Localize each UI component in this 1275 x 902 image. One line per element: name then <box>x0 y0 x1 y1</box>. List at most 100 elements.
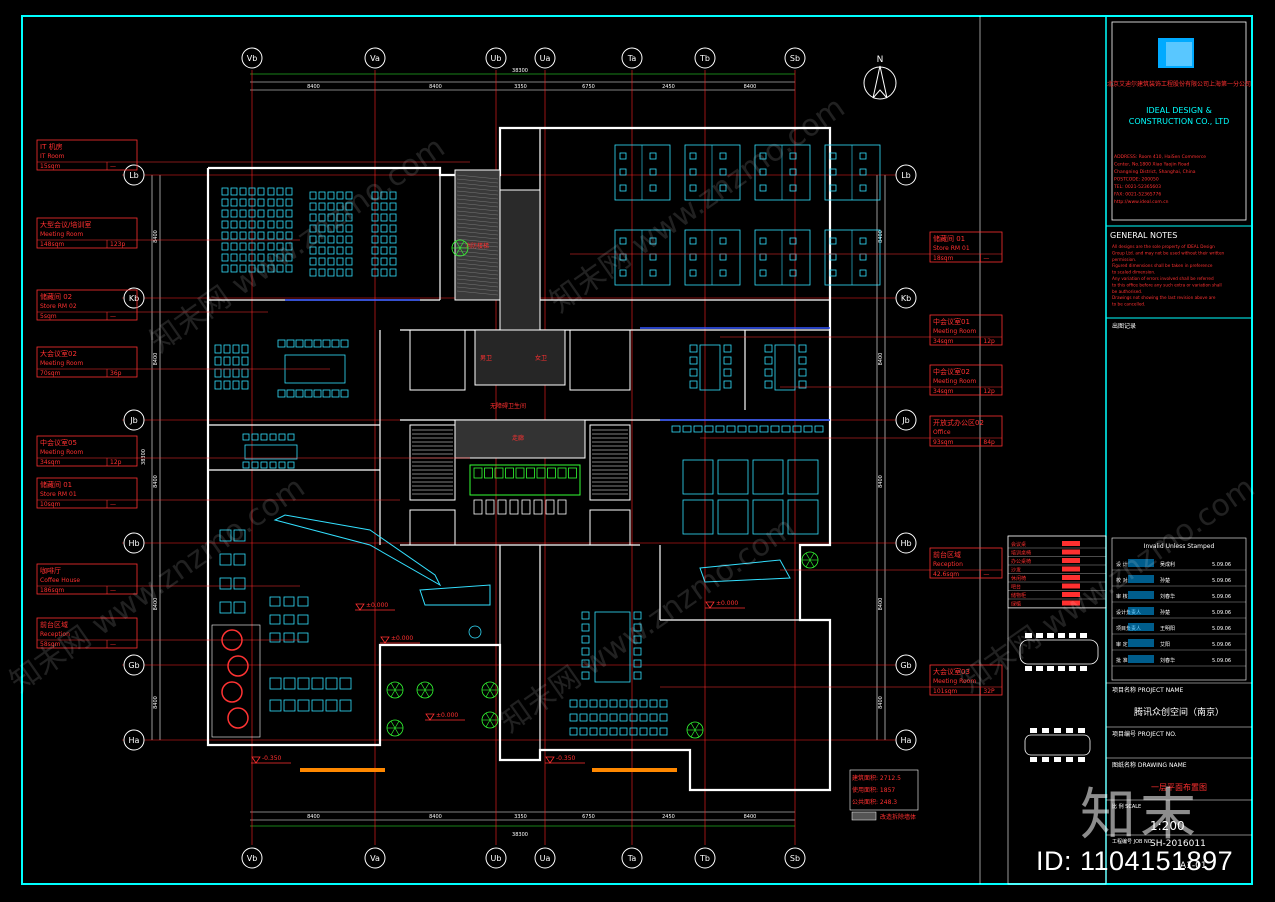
chair <box>380 213 388 222</box>
chair <box>295 339 304 348</box>
chair <box>241 356 249 366</box>
room-tag-capacity: 32P <box>983 688 995 695</box>
signoff-role: 批 准 <box>1116 657 1128 664</box>
chair <box>327 202 335 211</box>
chair <box>309 235 317 244</box>
chair <box>619 152 627 160</box>
left-dim: 8400 <box>153 230 159 243</box>
chair <box>633 647 642 656</box>
bottom-dim: 2450 <box>662 814 675 820</box>
chair <box>581 647 590 656</box>
chair <box>318 257 326 266</box>
chair <box>609 727 618 736</box>
room-tag-name-cn: 开放式办公区02 <box>933 418 984 427</box>
grid-bubble-bottom <box>784 847 806 869</box>
chair <box>318 224 326 233</box>
toilet-stall <box>505 467 514 479</box>
chair <box>389 246 397 255</box>
company-name-cn: 北京艾迪尔建筑装饰工程股份有限公司上海第一分公司 <box>1107 80 1251 88</box>
workstation-cluster <box>684 144 741 201</box>
chair <box>232 356 240 366</box>
room-tag-name-en: Reception <box>40 631 70 638</box>
general-notes-title: GENERAL NOTES <box>1110 231 1177 240</box>
note-line: Any variation of errors involved shall b… <box>1112 276 1214 281</box>
chair <box>371 246 379 255</box>
toilet-stall <box>557 467 567 479</box>
legend-swatch <box>1062 541 1080 546</box>
room-tag-area: 58sqm <box>40 641 61 648</box>
grid-bubble-top <box>485 47 507 69</box>
chair <box>257 231 265 240</box>
plant <box>801 551 819 569</box>
room-tag-name-en: Meeting Room <box>933 328 976 335</box>
chair <box>689 253 697 261</box>
chair <box>248 187 256 196</box>
chair <box>336 224 344 233</box>
chair <box>239 264 247 273</box>
chair <box>251 461 259 469</box>
chair <box>248 209 256 218</box>
left-dim: 8400 <box>153 475 159 488</box>
workstation-cluster <box>787 499 819 535</box>
grid-col-label: Sb <box>790 854 800 863</box>
hatch-line <box>456 230 499 236</box>
chair <box>276 209 284 218</box>
chair <box>283 596 295 607</box>
chair <box>325 677 338 690</box>
signoff-role: 审 核 <box>1116 593 1128 600</box>
toilet-stall <box>484 467 493 479</box>
hatch-line <box>456 270 499 276</box>
room-tag-capacity: — <box>110 163 116 170</box>
chair <box>318 202 326 211</box>
chair <box>285 220 293 229</box>
chair <box>689 184 697 192</box>
hatch-line <box>456 246 499 252</box>
project-name-label: 项目名称 PROJECT NAME <box>1112 686 1184 694</box>
chair <box>278 461 286 469</box>
room-tag-area: 5sqm <box>40 313 57 320</box>
grid-row-label: Hb <box>128 539 139 548</box>
top-dim: 2450 <box>662 84 675 90</box>
note-line: Drawings not showing the last revision a… <box>1112 295 1216 300</box>
grid-bubble-right <box>895 532 917 554</box>
meeting-table <box>774 344 796 391</box>
bottom-dimension-chain <box>250 811 795 827</box>
note-line: to be cancelled. <box>1112 302 1145 307</box>
chair <box>389 191 397 200</box>
note-line: to scaled dimension. <box>1112 270 1155 275</box>
room-tag-name-cn: 中会议室02 <box>933 367 970 376</box>
chair <box>509 499 519 515</box>
legend-chair <box>1080 666 1087 671</box>
legend-chair <box>1066 757 1073 762</box>
stat-public: 公共面积: 248.3 <box>852 798 897 806</box>
round-table <box>468 625 482 639</box>
level-value: ±0.000 <box>391 635 413 642</box>
grid-bubble-top <box>621 47 643 69</box>
grid-bubble-bottom <box>485 847 507 869</box>
chair <box>789 184 797 192</box>
room-tag-area: 34sqm <box>933 388 954 395</box>
chair <box>345 224 353 233</box>
chair <box>473 499 483 515</box>
signoff-name: 刘春华 <box>1160 593 1175 600</box>
chair <box>629 727 638 736</box>
room-tag-name-en: Store RM 01 <box>40 491 77 498</box>
note-line: Figured dimensions shall be taken in pre… <box>1112 263 1213 268</box>
revision-label: 出图记录 <box>1112 322 1136 330</box>
grid-bubble-bottom <box>621 847 643 869</box>
top-dim: 8400 <box>429 84 442 90</box>
workstation-cluster <box>824 144 881 201</box>
chair <box>214 344 222 354</box>
grid-bubble-left <box>123 409 145 431</box>
room-tag-name-cn: 前台区域 <box>933 550 961 559</box>
chair <box>345 191 353 200</box>
chair <box>345 246 353 255</box>
chair <box>239 253 247 262</box>
chair <box>221 198 229 207</box>
chair <box>633 623 642 632</box>
hatch-line <box>456 250 499 256</box>
chair <box>248 264 256 273</box>
grid-bubble-left <box>123 287 145 309</box>
chair <box>297 614 309 625</box>
room-tag-area: 15sqm <box>40 163 61 170</box>
